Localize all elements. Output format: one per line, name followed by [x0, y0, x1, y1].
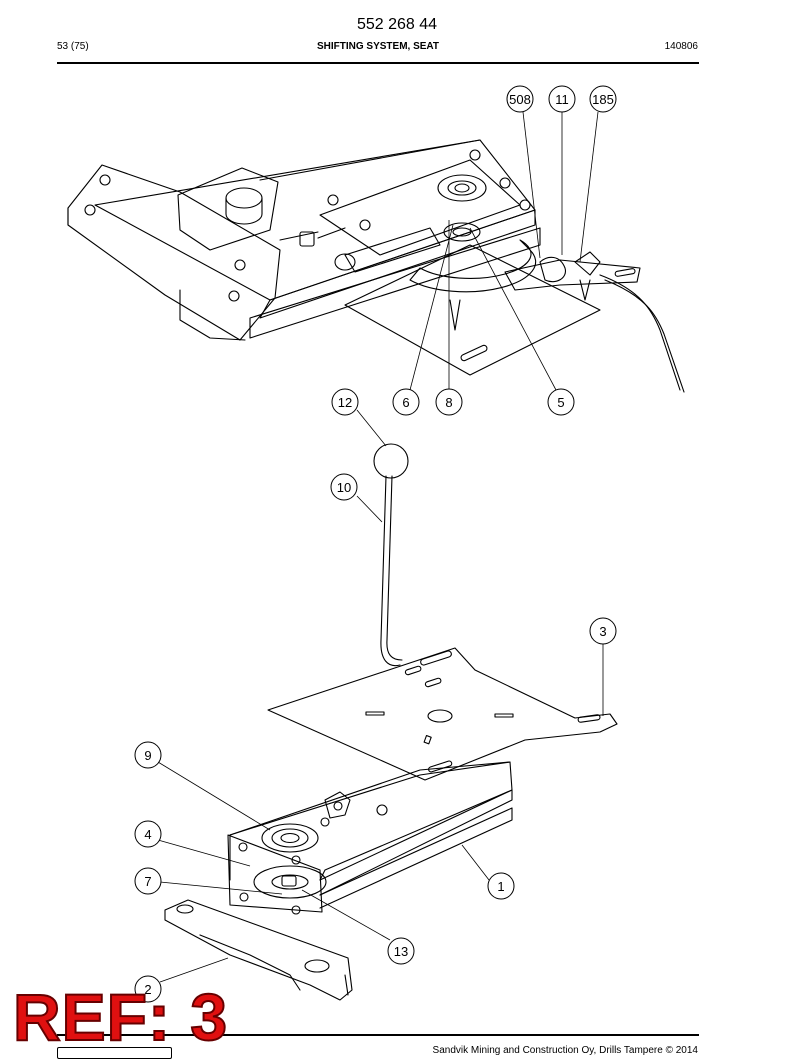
- svg-text:9: 9: [144, 748, 151, 763]
- header-rule: [57, 62, 699, 64]
- document-number: 552 268 44: [356, 16, 438, 33]
- leader-lines: [157, 111, 604, 983]
- svg-text:2: 2: [144, 982, 151, 997]
- callout-1: 1: [487, 872, 515, 900]
- callout-bubbles: 508 11 185 12 6 8 5 10 3 9 4 7 1 13 2: [134, 85, 617, 1003]
- ref-stamp: REF: 3: [12, 980, 229, 1054]
- callout-8: 8: [435, 388, 463, 416]
- svg-text:1: 1: [497, 879, 504, 894]
- svg-text:3: 3: [599, 624, 606, 639]
- callout-11: 11: [548, 85, 576, 113]
- gear-lever: [373, 443, 409, 667]
- svg-text:11: 11: [555, 92, 569, 107]
- document-date: 140806: [664, 41, 698, 52]
- svg-text:13: 13: [394, 944, 408, 959]
- callout-185: 185: [589, 85, 617, 113]
- callout-10: 10: [330, 473, 358, 501]
- callout-2: 2: [134, 975, 162, 1003]
- callout-7: 7: [134, 867, 162, 895]
- callout-508: 508: [506, 85, 534, 113]
- callout-3: 3: [589, 617, 617, 645]
- footer-copyright: Sandvik Mining and Construction Oy, Dril…: [432, 1045, 698, 1056]
- svg-text:185: 185: [592, 92, 614, 107]
- callout-12: 12: [331, 388, 359, 416]
- svg-text:8: 8: [445, 395, 452, 410]
- svg-text:5: 5: [557, 395, 564, 410]
- svg-text:7: 7: [144, 874, 151, 889]
- mounting-plate: [267, 647, 618, 781]
- svg-text:4: 4: [144, 827, 151, 842]
- callout-4: 4: [134, 820, 162, 848]
- page-number: 53 (75): [57, 41, 89, 52]
- callout-13: 13: [387, 937, 415, 965]
- footer-rule: [57, 1034, 699, 1036]
- upper-assembly: [67, 139, 685, 393]
- svg-text:12: 12: [338, 395, 352, 410]
- section-title: SHIFTING SYSTEM, SEAT: [316, 41, 440, 52]
- callout-9: 9: [134, 741, 162, 769]
- svg-text:6: 6: [402, 395, 409, 410]
- callout-5: 5: [547, 388, 575, 416]
- callout-6: 6: [392, 388, 420, 416]
- svg-text:508: 508: [509, 92, 531, 107]
- svg-text:10: 10: [337, 480, 351, 495]
- lower-assembly: [164, 761, 513, 1001]
